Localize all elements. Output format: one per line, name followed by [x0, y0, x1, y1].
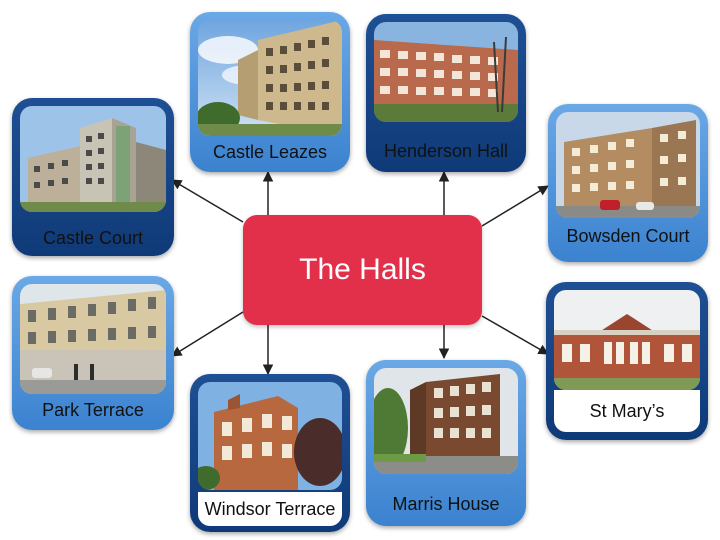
henderson-hall-photo — [374, 22, 518, 122]
henderson-hall-label: Henderson Hall — [383, 141, 509, 161]
center-label: The Halls — [299, 253, 426, 286]
windsor-terrace-photo — [198, 382, 342, 490]
arrow-park-terrace — [171, 311, 244, 357]
card-st-marys: St Mary’s — [546, 282, 708, 440]
st-marys-photo — [554, 290, 700, 390]
castle-court-label: Castle Court — [42, 228, 144, 248]
st-marys-label: St Mary’s — [554, 390, 700, 432]
arrow-castle-court — [171, 179, 244, 223]
bowsden-court-photo — [556, 112, 700, 218]
card-castle-leazes: Castle Leazes — [190, 12, 350, 172]
arrow-bowsden-court — [481, 185, 549, 227]
center-box: The Halls — [243, 215, 482, 325]
windsor-terrace-label: Windsor Terrace — [198, 492, 342, 526]
card-henderson-hall: Henderson Hall — [366, 14, 526, 172]
marris-house-photo — [374, 368, 518, 474]
marris-house-label: Marris House — [392, 494, 500, 514]
bowsden-court-label: Bowsden Court — [566, 226, 690, 246]
card-park-terrace: Park Terrace — [12, 276, 174, 430]
card-marris-house: Marris House — [366, 360, 526, 526]
park-terrace-label: Park Terrace — [42, 400, 144, 420]
arrow-st-marys — [481, 315, 549, 355]
card-windsor-terrace: Windsor Terrace — [190, 374, 350, 532]
card-castle-court: Castle Court — [12, 98, 174, 256]
castle-leazes-photo — [198, 20, 342, 136]
castle-court-photo — [20, 106, 166, 212]
castle-leazes-label: Castle Leazes — [212, 142, 328, 162]
card-bowsden-court: Bowsden Court — [548, 104, 708, 262]
park-terrace-photo — [20, 284, 166, 394]
